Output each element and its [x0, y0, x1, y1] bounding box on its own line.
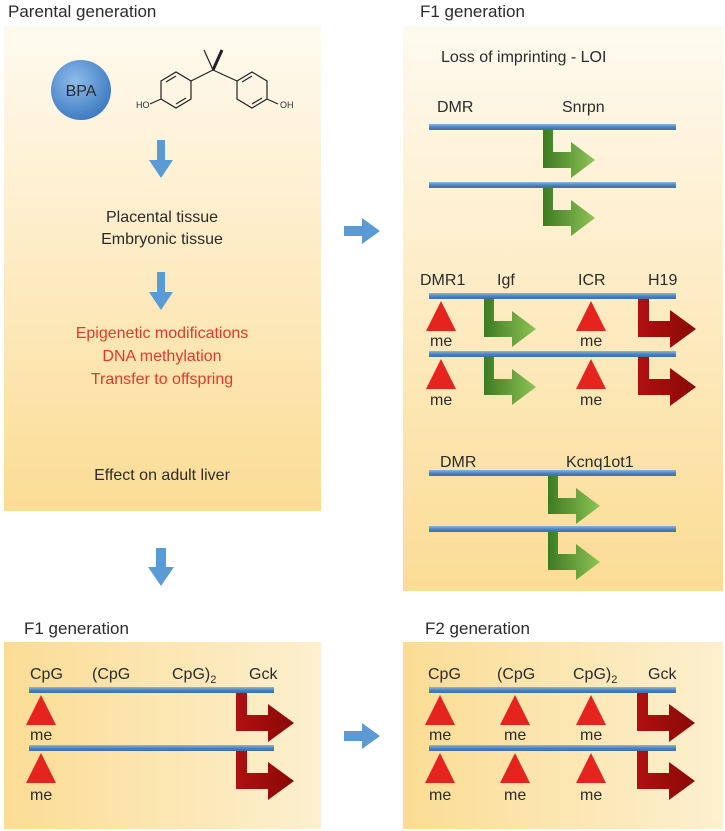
effect-liver: Effect on adult liver	[94, 467, 230, 484]
header-f2-bottom: F2 generation	[425, 619, 530, 638]
header-f1-bottom: F1 generation	[24, 619, 129, 638]
snrpn-dna-2	[429, 182, 676, 188]
snrpn-gene-label: Snrpn	[562, 99, 605, 116]
f1b-me-label-1: me	[30, 727, 52, 744]
igf-dmr1-label: DMR1	[420, 272, 465, 289]
f1b-cpg2: (CpG	[92, 666, 130, 683]
right-arrow-parental-to-f1	[344, 218, 380, 244]
snrpn-dmr-label: DMR	[437, 99, 473, 116]
down-arrow-2	[149, 272, 173, 310]
igf-label: Igf	[497, 272, 515, 289]
bpa-label: BPA	[66, 83, 97, 100]
header-f1-top: F1 generation	[420, 2, 525, 21]
f2-me-label-1a: me	[429, 727, 451, 744]
kcnq-dna-1	[429, 470, 676, 476]
bpa-structure	[149, 49, 279, 109]
h19-label: H19	[648, 272, 677, 289]
f1b-me-label-2: me	[30, 787, 52, 804]
kcnq-dmr-label: DMR	[440, 454, 476, 471]
f1b-cpg1: CpG	[30, 666, 63, 683]
tissue-line-1: Placental tissue	[106, 209, 218, 226]
f1b-cpg3: CpG)2	[172, 666, 216, 686]
f1b-gene: Gck	[249, 666, 278, 683]
down-arrow-1	[149, 140, 173, 178]
icr-label: ICR	[578, 272, 606, 289]
epi-line-3: Transfer to offspring	[91, 371, 233, 388]
igf-me-label-1: me	[430, 333, 452, 350]
f1-top-panel	[403, 26, 723, 591]
f2-me-label-1b: me	[504, 727, 526, 744]
epi-line-1: Epigenetic modifications	[76, 325, 249, 342]
f2-me-label-2b: me	[504, 787, 526, 804]
kcnq-gene-label: Kcnq1ot1	[566, 454, 634, 471]
epi-line-2: DNA methylation	[102, 348, 221, 365]
loi-title: Loss of imprinting - LOI	[441, 49, 606, 66]
igf-me-label-2: me	[430, 392, 452, 409]
tissue-line-2: Embryonic tissue	[101, 231, 223, 248]
f2-cpg2: (CpG	[497, 666, 535, 683]
f2-me-label-2c: me	[580, 787, 602, 804]
oh-left: HO	[136, 100, 150, 110]
f2-dna-2	[429, 745, 676, 751]
f2-dna-1	[429, 687, 676, 693]
kcnq-dna-2	[429, 526, 676, 532]
snrpn-dna-1	[429, 124, 676, 130]
right-arrow-f1-to-f2	[344, 723, 380, 749]
f2-me-label-2a: me	[429, 787, 451, 804]
igf-dna-2	[429, 351, 676, 357]
bpa-circle	[51, 60, 111, 120]
parental-panel	[4, 26, 321, 511]
oh-right: OH	[280, 100, 294, 110]
f2-cpg1: CpG	[428, 666, 461, 683]
icr-me-label-2: me	[580, 392, 602, 409]
f2-cpg3: CpG)2	[573, 666, 617, 686]
icr-me-label-1: me	[580, 333, 602, 350]
f2-me-label-1c: me	[580, 727, 602, 744]
f2-gene: Gck	[648, 666, 677, 683]
f1b-dna-2	[29, 745, 274, 751]
f1b-dna-1	[29, 687, 274, 693]
header-parental: Parental generation	[8, 2, 156, 21]
igf-dna-1	[429, 293, 676, 299]
down-arrow-to-f1-bottom	[148, 548, 174, 586]
